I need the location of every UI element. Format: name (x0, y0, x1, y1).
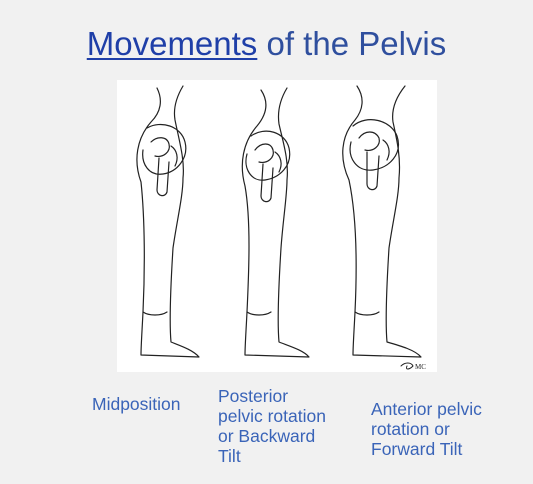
caption-line: Posterior (218, 386, 368, 406)
caption-posterior-tilt: Posterior pelvic rotation or Backward Ti… (218, 386, 368, 466)
caption-line: rotation or (371, 419, 531, 439)
caption-midposition: Midposition (92, 394, 222, 414)
artist-signature-text: MC (415, 363, 426, 371)
title-link-movements[interactable]: Movements (87, 25, 258, 62)
title-rest: of the Pelvis (257, 25, 446, 62)
caption-line: Forward Tilt (371, 439, 531, 459)
caption-anterior-tilt: Anterior pelvic rotation or Forward Tilt (371, 399, 531, 459)
leg-figure-midposition (137, 86, 199, 357)
leg-figure-posterior-tilt (242, 88, 309, 357)
caption-line: pelvic rotation (218, 406, 368, 426)
caption-line: or Backward (218, 426, 368, 446)
artist-signature: MC (401, 363, 426, 371)
caption-line: Anterior pelvic (371, 399, 531, 419)
pelvis-illustration: MC (117, 80, 437, 372)
slide-title: Movements of the Pelvis (0, 24, 533, 64)
caption-line: Midposition (92, 394, 222, 414)
caption-line: Tilt (218, 446, 368, 466)
leg-figure-anterior-tilt (343, 86, 421, 357)
